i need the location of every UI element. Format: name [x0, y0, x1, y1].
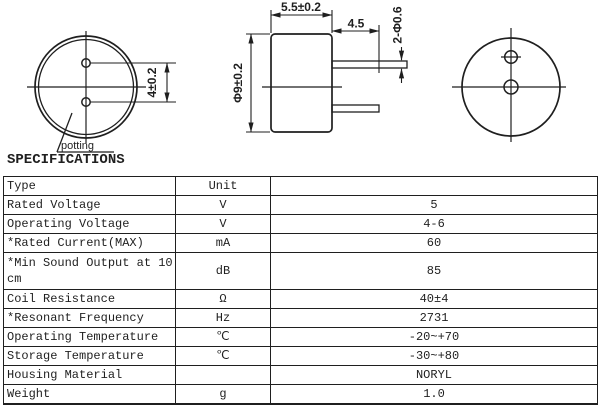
spec-value-cell: 2731: [270, 308, 598, 328]
spec-value-cell: 1.0: [270, 384, 598, 405]
spec-unit-cell: V: [175, 195, 271, 215]
spec-param-cell: Housing Material: [3, 365, 176, 385]
spec-unit-cell: Ω: [175, 289, 271, 309]
spec-unit-cell: ℃: [175, 327, 271, 347]
bottom-view-drawing: [452, 28, 566, 142]
spec-param-cell: Operating Temperature: [3, 327, 176, 347]
spec-unit-cell: Unit: [175, 176, 271, 196]
potting-label: potting: [61, 140, 94, 152]
spec-unit-cell: Hz: [175, 308, 271, 328]
spec-value-cell: 85: [270, 252, 598, 290]
spec-value-cell: 5: [270, 195, 598, 215]
body-width-dimension: 5.5±0.2: [281, 0, 321, 14]
spec-value-cell: -20~+70: [270, 327, 598, 347]
spec-unit-cell: g: [175, 384, 271, 405]
spec-param-cell: *Resonant Frequency: [3, 308, 176, 328]
specifications-heading: SPECIFICATIONS: [7, 152, 125, 168]
bottom-pin: [331, 104, 380, 113]
spec-row-weight: Weight g 1.0: [3, 384, 598, 405]
spec-value-cell: 60: [270, 233, 598, 253]
spec-unit-cell: mA: [175, 233, 271, 253]
spec-row-resonant-frequency: *Resonant Frequency Hz 2731: [3, 308, 598, 328]
front-view-drawing: 4±0.2 potting: [27, 31, 176, 153]
hole-spacing-dimension: 4±0.2: [145, 67, 159, 97]
spec-row-rated-current: *Rated Current(MAX) mA 60: [3, 233, 598, 253]
spec-unit-cell: [175, 365, 271, 385]
spec-param-cell: Storage Temperature: [3, 346, 176, 366]
spec-param-cell: Operating Voltage: [3, 214, 176, 234]
spec-value-cell: NORYL: [270, 365, 598, 385]
spec-param-cell: Weight: [3, 384, 176, 405]
spec-unit-cell: V: [175, 214, 271, 234]
spec-value-cell: 4-6: [270, 214, 598, 234]
spec-value-cell: [270, 176, 598, 196]
spec-param-cell: *Min Sound Output at 10 cm: [3, 252, 176, 290]
technical-drawings: 4±0.2 potting 5.5±0.2 4.5 2-Φ0.6: [27, 0, 566, 153]
pin-length-dimension: 4.5: [348, 17, 365, 31]
spec-unit-cell: dB: [175, 252, 271, 290]
spec-table: Type Unit Rated Voltage V 5 Operating Vo…: [3, 176, 598, 405]
spec-row-min-sound-output: *Min Sound Output at 10 cm dB 85: [3, 252, 598, 290]
buzzer-body: [270, 33, 333, 133]
spec-row-housing-material: Housing Material NORYL: [3, 365, 598, 385]
spec-value-cell: -30~+80: [270, 346, 598, 366]
spec-value-cell: 40±4: [270, 289, 598, 309]
spec-row-storage-temperature: Storage Temperature ℃ -30~+80: [3, 346, 598, 366]
spec-row-rated-voltage: Rated Voltage V 5: [3, 195, 598, 215]
spec-row-operating-voltage: Operating Voltage V 4-6: [3, 214, 598, 234]
spec-param-cell: Coil Resistance: [3, 289, 176, 309]
spec-param-cell: *Rated Current(MAX): [3, 233, 176, 253]
center-pin-hole: [503, 79, 519, 95]
spec-param-cell: Rated Voltage: [3, 195, 176, 215]
spec-row-operating-temperature: Operating Temperature ℃ -20~+70: [3, 327, 598, 347]
body-diameter-dimension: Φ9±0.2: [231, 63, 245, 103]
side-view-drawing: 5.5±0.2 4.5 2-Φ0.6 Φ9±0.2: [231, 0, 408, 133]
spec-param-cell: Type: [3, 176, 176, 196]
spec-header-row: Type Unit: [3, 176, 598, 196]
pin-diameter-dimension: 2-Φ0.6: [391, 6, 405, 44]
spec-row-coil-resistance: Coil Resistance Ω 40±4: [3, 289, 598, 309]
top-pin: [331, 60, 408, 69]
spec-unit-cell: ℃: [175, 346, 271, 366]
